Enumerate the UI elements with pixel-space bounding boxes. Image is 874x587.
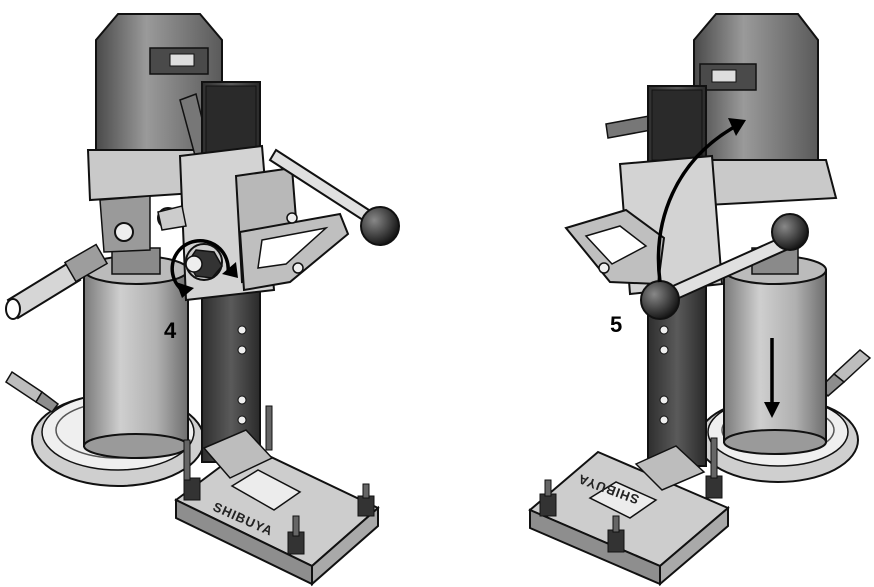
rotate-clockwise-arrow	[170, 238, 238, 298]
step-5-label: 5	[610, 312, 622, 337]
left-core-bit	[83, 247, 189, 459]
left-water-inlet	[5, 243, 109, 320]
right-drill-unit: SHIBUYA 5	[528, 13, 872, 587]
left-motor	[86, 13, 242, 253]
right-carriage	[564, 154, 809, 320]
right-core-bit	[723, 247, 827, 455]
left-leveling-feet	[183, 405, 375, 555]
right-base: SHIBUYA	[528, 437, 730, 587]
lift-up-arrow	[656, 118, 746, 283]
left-lock-knob	[185, 243, 223, 281]
left-base: SHIBUYA	[174, 405, 380, 587]
right-leveling-feet	[539, 437, 723, 553]
right-motor	[605, 13, 838, 208]
left-drill-unit: SHIBUYA 4	[4, 13, 400, 587]
step-4-label: 4	[164, 318, 177, 343]
move-down-arrow	[764, 338, 780, 418]
